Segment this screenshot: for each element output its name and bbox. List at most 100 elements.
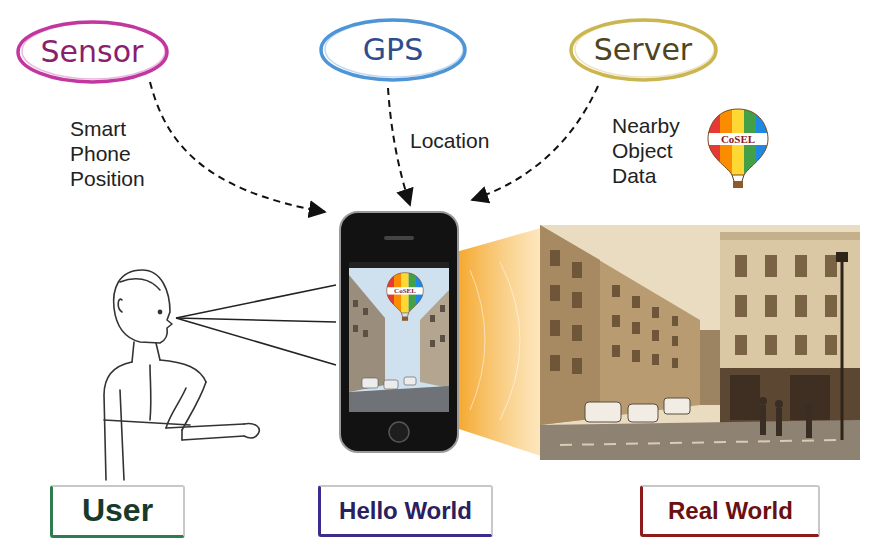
ellipse-outline [22, 23, 165, 79]
street-photo [805, 404, 813, 412]
info-label: Smart Phone Position [70, 116, 165, 192]
smartphone [340, 212, 458, 452]
street-photo [700, 330, 722, 405]
user-sketch [182, 436, 244, 440]
gps-arrow [388, 88, 410, 205]
user-sketch [114, 270, 172, 343]
user-sketch [166, 388, 186, 428]
street-photo [775, 400, 783, 408]
sight-lines [176, 285, 336, 365]
street-photo [720, 368, 860, 425]
smartphone [430, 340, 435, 347]
user-sketch [160, 360, 206, 382]
node-label: User [82, 492, 153, 529]
ellipse-outline [321, 20, 465, 80]
smartphone [430, 315, 435, 322]
street-photo [628, 404, 658, 422]
street-photo [730, 375, 760, 420]
street-photo [652, 330, 659, 341]
street-photo [759, 397, 767, 405]
sight-lines [176, 285, 336, 318]
street-photo [585, 402, 621, 422]
street-photo [776, 408, 782, 436]
street-photo [765, 295, 777, 317]
street-photo [759, 397, 813, 438]
smartphone [349, 386, 449, 412]
smartphone [440, 305, 445, 312]
user-sketch [158, 310, 161, 313]
street-photo [550, 320, 560, 336]
smartphone [363, 308, 368, 315]
street-photo [795, 255, 807, 277]
street-photo [652, 307, 659, 318]
smartphone [404, 377, 416, 385]
smartphone [353, 325, 358, 332]
smartphone [384, 236, 414, 240]
user-sketch [166, 424, 244, 428]
user-sketch [149, 365, 151, 420]
street-photo [550, 355, 560, 371]
smartphone [362, 377, 416, 389]
street-photo [765, 335, 777, 355]
street-photo [735, 255, 837, 355]
street-photo [672, 336, 678, 346]
dashed-arrows [150, 82, 598, 212]
view-beam [470, 270, 485, 410]
street-photo [664, 398, 690, 414]
street-photo [632, 350, 640, 362]
sensor-ellipse: Sensor [15, 19, 170, 85]
info-label: Location [410, 128, 520, 153]
street-photo [632, 296, 640, 308]
street-photo [540, 225, 860, 460]
smartphone [384, 380, 398, 389]
gps-ellipse: GPS [318, 17, 468, 83]
node-label: Sensor [41, 35, 144, 70]
balloon-icon [707, 108, 769, 188]
user-sketch [118, 299, 122, 312]
user-sketch [132, 342, 134, 362]
smartphone [349, 262, 449, 412]
street-photo [795, 335, 807, 355]
street-photo [612, 345, 620, 357]
smartphone [349, 262, 449, 268]
server-arrow [472, 86, 598, 200]
ellipse-outline [575, 21, 714, 77]
street-photo [720, 232, 860, 425]
street-photo [540, 225, 860, 460]
street-photo [612, 285, 620, 297]
ellipse-outline [571, 20, 716, 80]
street-photo [572, 325, 582, 341]
balloon-text: CoSEL [721, 134, 755, 145]
user-sketch [120, 390, 124, 480]
street-photo [550, 250, 678, 374]
smartphone [340, 212, 458, 452]
street-photo [760, 405, 766, 435]
street-photo [672, 358, 678, 368]
user-box: User [50, 485, 185, 538]
ellipse-outline [18, 22, 167, 82]
smartphone [353, 300, 358, 307]
real-world-box: Real World [640, 485, 820, 537]
smartphone [420, 290, 449, 388]
node-label: Hello World [339, 497, 472, 525]
street-photo [672, 316, 678, 326]
view-beam [456, 228, 541, 456]
node-label: Real World [668, 497, 793, 525]
sensor-arrow [150, 82, 325, 212]
ellipse-outline [325, 21, 463, 77]
user-sketch [181, 430, 183, 440]
street-photo [825, 255, 837, 277]
info-label: Nearby Object Data [612, 113, 692, 189]
street-photo [806, 412, 812, 438]
user-sketch [104, 420, 190, 425]
balloon-icon [707, 108, 769, 188]
street-photo [550, 285, 560, 301]
street-photo [560, 440, 840, 445]
street-photo [735, 335, 747, 355]
street-photo [795, 295, 807, 317]
street-photo [825, 335, 837, 355]
view-beam [456, 228, 541, 456]
street-photo [825, 295, 837, 317]
street-photo [540, 225, 700, 425]
user-sketch [104, 270, 259, 480]
